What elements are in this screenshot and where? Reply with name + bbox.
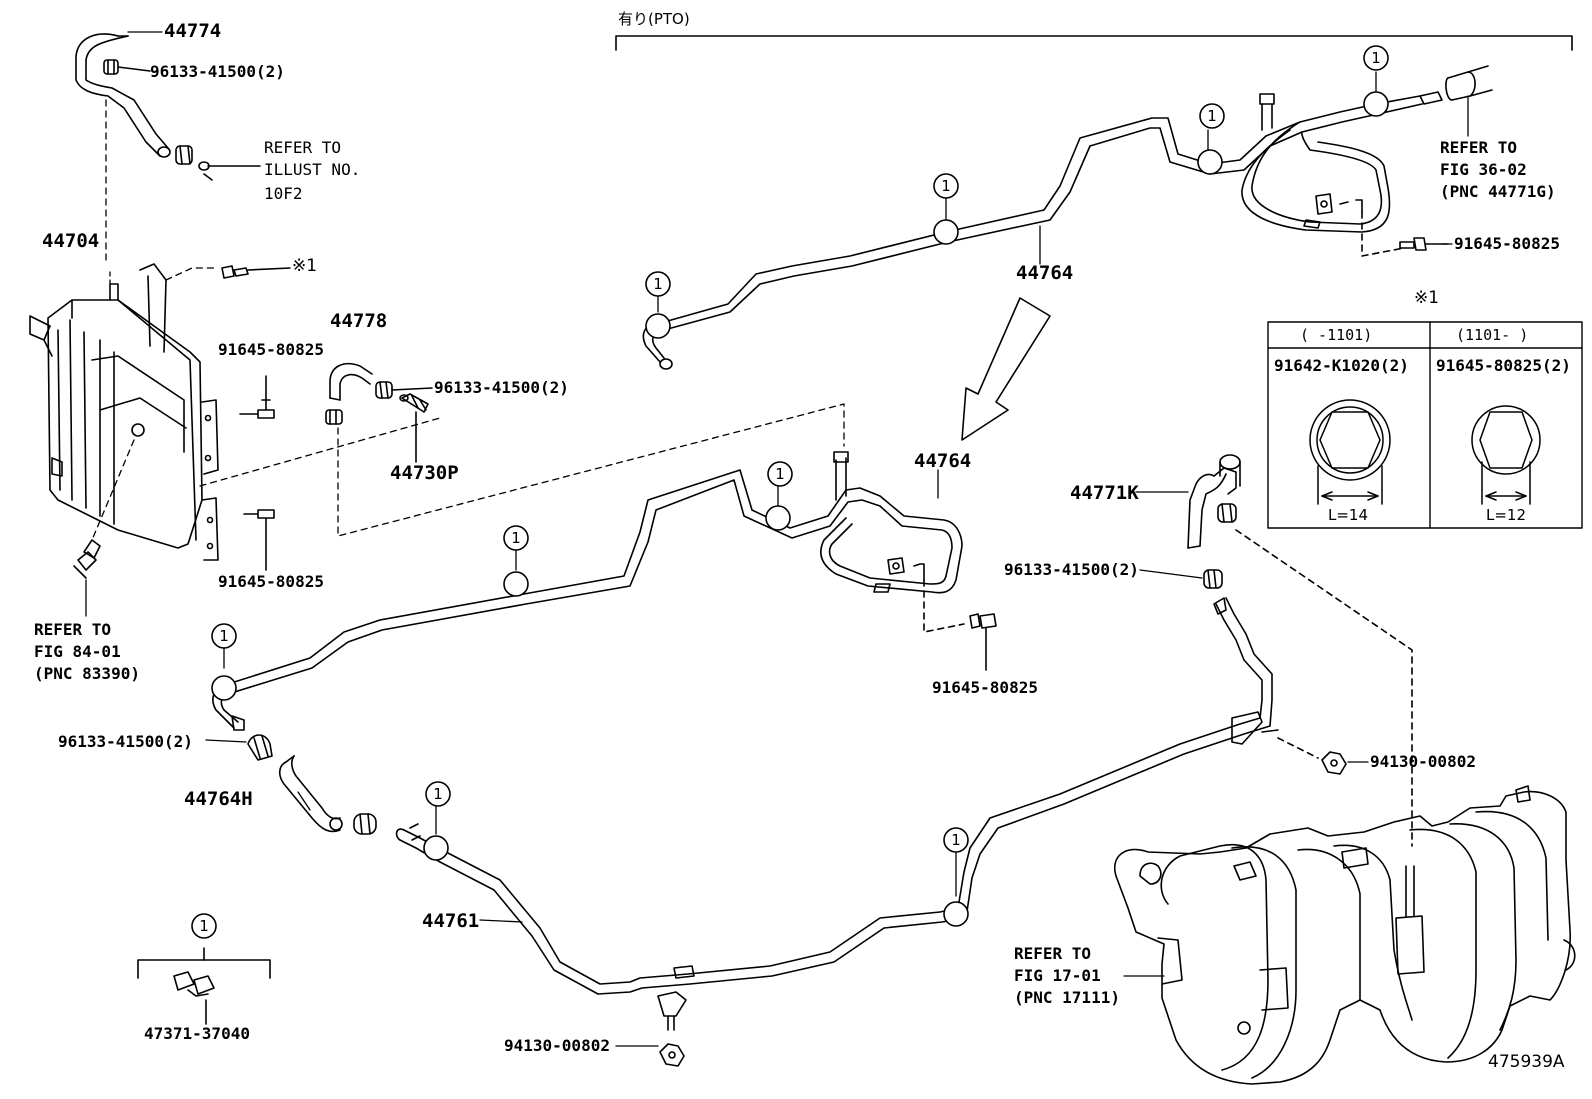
- table-col1-part: 91642-K1020(2): [1274, 356, 1409, 375]
- table-col1-len: L=14: [1328, 506, 1369, 524]
- table-title: ※1: [1414, 288, 1440, 308]
- leader-dashed: [1361, 211, 1405, 257]
- leader-dashed: [923, 579, 965, 633]
- nut-icon: [659, 1043, 685, 1067]
- callout-numbers: 1 1 1 1 1 1 1 1 1 1: [199, 49, 1381, 935]
- leader-dashed: [1235, 529, 1413, 847]
- bolt-icon: [221, 265, 291, 279]
- refer-illust-line1: REFER TO: [264, 138, 342, 157]
- connector-fitting-icon: [198, 161, 261, 181]
- bolt-icon: [239, 375, 275, 419]
- part-label-94130-r: 94130-00802: [1370, 752, 1476, 771]
- hose-44778: [329, 362, 373, 401]
- check-valve-44730P: [399, 393, 429, 463]
- part-label-44778: 44778: [330, 310, 388, 332]
- part-label-44764-mid: 44764: [914, 450, 972, 472]
- bracket-47371-set: [137, 947, 271, 979]
- pto-header: 有り(PTO): [618, 10, 690, 28]
- hose-clamp-icon: [325, 409, 343, 425]
- bolt-icon: [969, 613, 997, 671]
- nut-icon: [1321, 751, 1347, 775]
- hex-bolt-icon: [1471, 405, 1541, 505]
- svg-text:1: 1: [951, 831, 961, 849]
- refer-17-line3: (PNC 17111): [1014, 988, 1120, 1007]
- svg-text:1: 1: [199, 917, 209, 935]
- table-col2-part: 91645-80825(2): [1436, 356, 1571, 375]
- level-sensor: [73, 539, 101, 579]
- leader-lines: [85, 31, 1469, 1047]
- hose-44771K: [1187, 454, 1241, 549]
- part-label-44704: 44704: [42, 230, 100, 252]
- refer-illust-line3: 10F2: [264, 184, 303, 203]
- part-label-44774: 44774: [164, 20, 222, 42]
- hose-clamp-icon: [247, 734, 273, 761]
- part-label-44764H: 44764H: [184, 788, 253, 810]
- svg-text:1: 1: [219, 627, 229, 645]
- spec-table: [1267, 321, 1583, 529]
- hose-clamp-icon: [103, 59, 151, 75]
- direction-arrow: [961, 297, 1051, 441]
- pipe-44764-mid: [212, 451, 963, 731]
- svg-text:1: 1: [941, 177, 951, 195]
- part-label-96133-top: 96133-41500(2): [150, 62, 285, 81]
- refer-84-line1: REFER TO: [34, 620, 112, 639]
- svg-text:1: 1: [1207, 107, 1217, 125]
- refer-84-line3: (PNC 83390): [34, 664, 140, 683]
- hose-clamp-icon: [1217, 503, 1237, 523]
- hose-clamp-icon: [375, 381, 433, 399]
- part-label-91645-c: 91645-80825: [932, 678, 1038, 697]
- bolt-icon: [1399, 237, 1449, 251]
- svg-text:1: 1: [775, 465, 785, 483]
- part-label-91645-a: 91645-80825: [218, 340, 324, 359]
- table-col2-head: (1101- ): [1456, 326, 1529, 344]
- refer-36-line2: FIG 36-02: [1440, 160, 1527, 179]
- svg-text:1: 1: [433, 785, 443, 803]
- part-label-96133-left: 96133-41500(2): [58, 732, 193, 751]
- pipe-44764-top: [642, 65, 1493, 370]
- part-label-91645-tr: 91645-80825: [1454, 234, 1560, 253]
- hose-clamp-icon: [353, 813, 377, 835]
- svg-text:1: 1: [653, 275, 663, 293]
- mark-x1-bolt: ※1: [292, 256, 318, 276]
- part-label-44761: 44761: [422, 910, 480, 932]
- table-col2-len: L=12: [1486, 506, 1527, 524]
- svg-text:1: 1: [1371, 49, 1381, 67]
- figure-id: 475939A: [1488, 1052, 1565, 1072]
- refer-36-line3: (PNC 44771G): [1440, 182, 1556, 201]
- intake-manifold: [1113, 785, 1576, 1085]
- refer-illust-line2: ILLUST NO.: [264, 160, 361, 179]
- hose-44774: [75, 33, 171, 158]
- hose-clamp-icon: [1203, 569, 1223, 589]
- part-label-44771K: 44771K: [1070, 482, 1139, 504]
- pipe-44761: [395, 597, 1279, 1031]
- reservoir-tank: [29, 263, 219, 561]
- pto-bracket: [615, 35, 1573, 51]
- part-label-96133-r: 96133-41500(2): [1004, 560, 1139, 579]
- part-label-44764-top: 44764: [1016, 262, 1074, 284]
- svg-text:1: 1: [511, 529, 521, 547]
- part-label-96133-mid: 96133-41500(2): [434, 378, 569, 397]
- pipe-clamp-icon: [173, 971, 215, 1025]
- refer-84-line2: FIG 84-01: [34, 642, 121, 661]
- refer-36-line1: REFER TO: [1440, 138, 1518, 157]
- part-label-91645-b: 91645-80825: [218, 572, 324, 591]
- part-label-44730P: 44730P: [390, 462, 459, 484]
- part-label-47371: 47371-37040: [144, 1024, 250, 1043]
- refer-17-line1: REFER TO: [1014, 944, 1092, 963]
- table-col1-head: ( -1101): [1300, 326, 1373, 344]
- refer-17-line2: FIG 17-01: [1014, 966, 1101, 985]
- hex-bolt-flange-icon: [1309, 399, 1391, 505]
- leader-dashed: [1277, 737, 1319, 759]
- hose-clamp-icon: [175, 145, 193, 165]
- bolt-icon: [243, 509, 275, 571]
- part-label-94130-b: 94130-00802: [504, 1036, 610, 1055]
- hose-44764H: [278, 755, 343, 833]
